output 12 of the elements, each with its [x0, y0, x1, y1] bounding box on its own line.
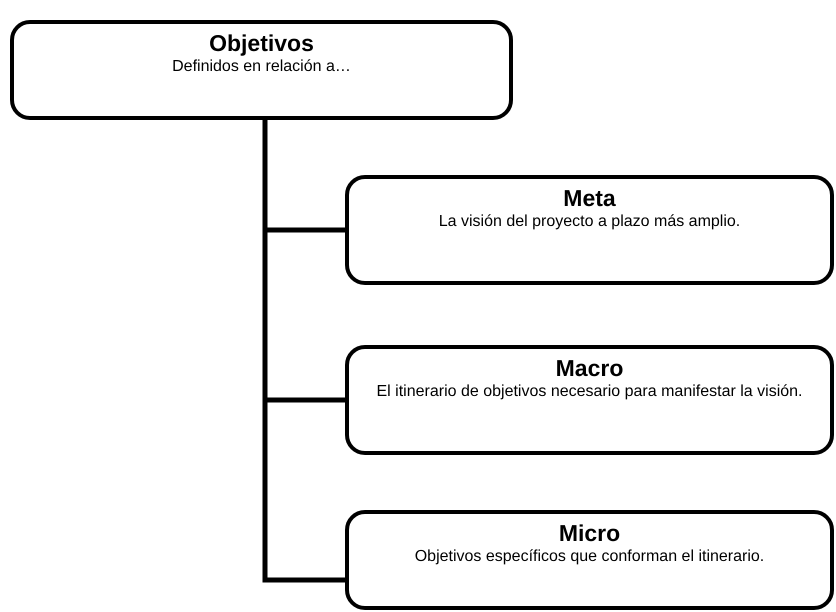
rounded-box — [345, 345, 834, 455]
box-title: Macro — [556, 355, 624, 382]
box-description: Objetivos específicos que conforman el itinerario. — [414, 547, 766, 567]
rounded-box — [10, 20, 513, 120]
box-title: Meta — [563, 185, 616, 212]
box-description: Definidos en relación a… — [171, 57, 352, 77]
rounded-box — [345, 175, 834, 285]
box-title: Micro — [558, 520, 620, 547]
box-title: Objetivos — [209, 30, 314, 57]
box-description: La visión del proyecto a plazo más amplio. — [438, 212, 742, 232]
box-description: El itinerario de objetivos necesario para manifestar la visión. — [376, 382, 804, 402]
rounded-box — [345, 510, 834, 610]
